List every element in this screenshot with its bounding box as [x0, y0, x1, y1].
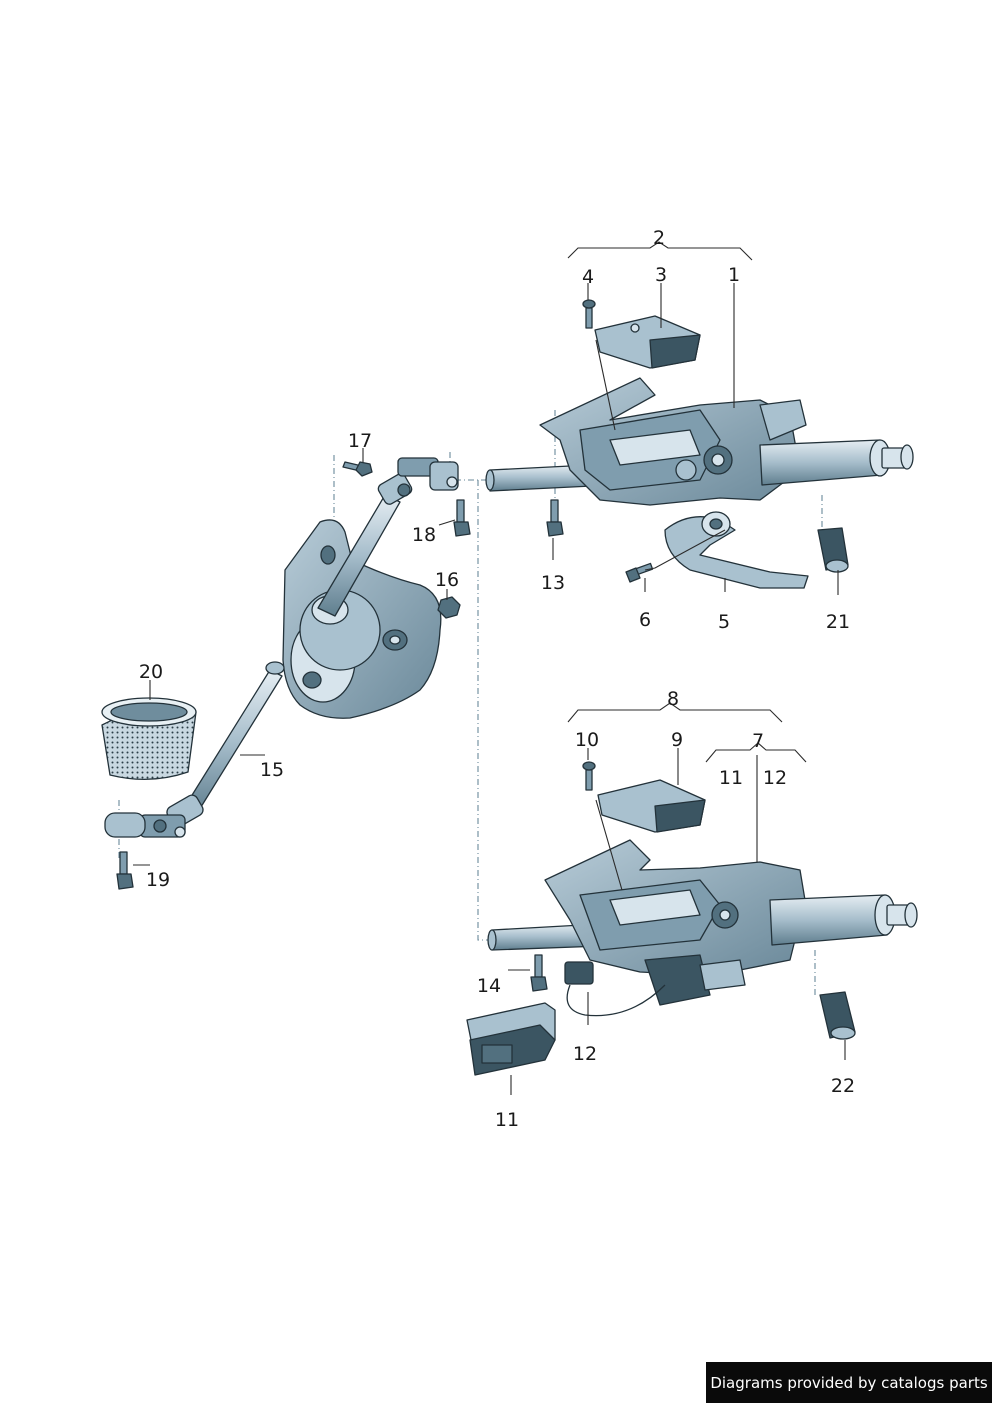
adjustment-lever-5: [664, 511, 809, 589]
upper-steering-column: [485, 299, 914, 589]
callout-19: 19: [146, 869, 170, 891]
callout-8: 8: [667, 688, 679, 710]
lower-column-jacket: [769, 894, 888, 946]
callout-11: 11: [495, 1109, 519, 1131]
callout-16: 16: [435, 569, 459, 591]
callouts: 1 2 3 4 5 6 7 11 12 8 9 10 11 12 13 14 1…: [139, 227, 855, 1131]
upper-universal-joint: [377, 457, 459, 505]
callout-14: 14: [477, 975, 501, 997]
lower-steering-column: [466, 761, 918, 1076]
lower-universal-joint: [104, 794, 204, 838]
callout-20: 20: [139, 661, 163, 683]
bolt-17: [342, 461, 373, 477]
callout-2: 2: [653, 227, 665, 249]
credit-footer: Diagrams provided by catalogs parts: [706, 1362, 992, 1403]
bolt-18: [453, 499, 471, 537]
control-unit-11: [466, 1002, 556, 1076]
callout-5: 5: [718, 611, 730, 633]
perforated-sleeve: [101, 697, 197, 780]
intermediate-shaft-assembly: [101, 457, 471, 890]
callout-4: 4: [582, 266, 594, 288]
leader-lines: [133, 241, 846, 1095]
wiring-harness: [566, 984, 666, 1017]
callout-13: 13: [541, 572, 565, 594]
callout-18: 18: [412, 524, 436, 546]
callout-10: 10: [575, 729, 599, 751]
callout-12: 12: [573, 1043, 597, 1065]
bolt-13: [546, 499, 564, 537]
upper-intermediate-shaft: [317, 494, 401, 617]
bolt-14: [530, 954, 548, 992]
callout-7-sub-11: 11: [719, 767, 743, 789]
lock-cylinder-21: [817, 527, 849, 573]
callout-7: 7: [752, 730, 764, 752]
nut-16: [437, 596, 461, 619]
callout-17: 17: [348, 430, 372, 452]
adjust-motor-assembly: [644, 954, 746, 1006]
callout-21: 21: [826, 611, 850, 633]
callout-7-sub-12: 12: [763, 767, 787, 789]
callout-15: 15: [260, 759, 284, 781]
control-module-3: [594, 315, 701, 369]
upper-column-jacket: [759, 439, 883, 486]
callout-9: 9: [671, 729, 683, 751]
screw-4: [582, 299, 596, 329]
screw-6: [625, 562, 654, 583]
callout-1: 1: [728, 264, 740, 286]
callout-3: 3: [655, 264, 667, 286]
control-module-9: [597, 779, 706, 833]
footer-text: Diagrams provided by catalogs parts: [710, 1373, 988, 1392]
lower-intermediate-shaft: [183, 669, 283, 816]
lock-cylinder-22: [819, 991, 856, 1040]
callout-6: 6: [639, 609, 651, 631]
callout-22: 22: [831, 1075, 855, 1097]
bolt-19: [116, 851, 134, 890]
screw-10: [582, 761, 596, 791]
